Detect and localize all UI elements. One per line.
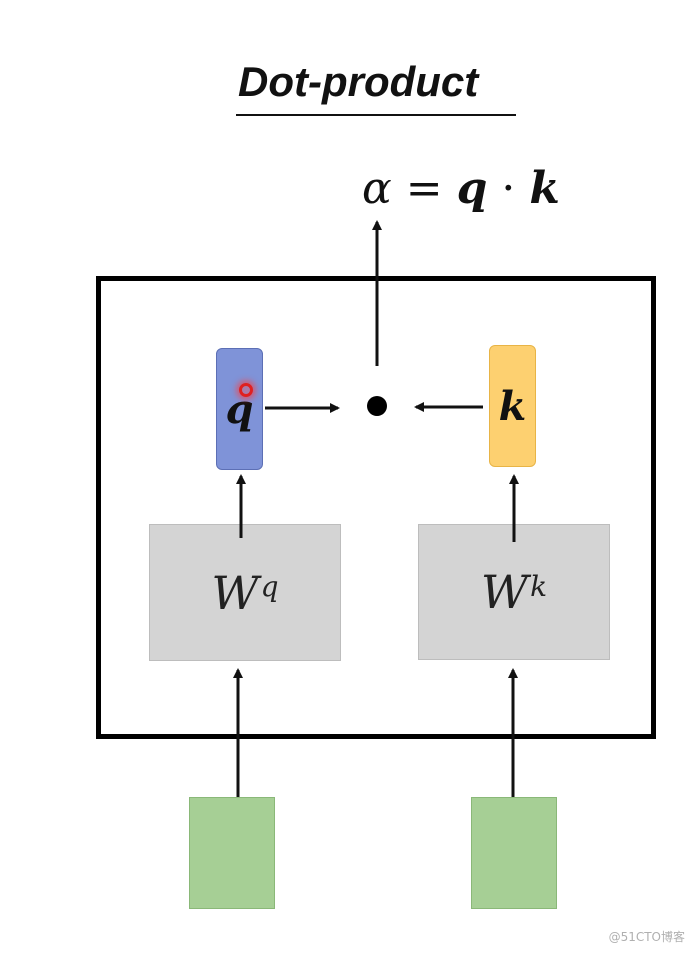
formula-dot: · bbox=[501, 163, 516, 214]
diagram-title: Dot-product bbox=[238, 58, 479, 105]
formula: α = q · k bbox=[362, 163, 560, 214]
query-vector: q bbox=[216, 348, 263, 470]
weight-q-base: W bbox=[211, 565, 259, 620]
cursor-highlight-marker bbox=[239, 383, 253, 397]
formula-alpha: α bbox=[362, 163, 392, 214]
input-left-box bbox=[189, 797, 275, 909]
dot-operator bbox=[367, 396, 387, 416]
weight-k-sup: k bbox=[530, 569, 548, 603]
key-vector-label: k bbox=[498, 382, 527, 430]
weight-k-base: W bbox=[480, 565, 529, 619]
weight-q-sup: q bbox=[260, 570, 279, 603]
formula-equals: = bbox=[405, 163, 443, 214]
formula-q: q bbox=[456, 163, 488, 214]
key-vector: k bbox=[489, 345, 536, 467]
formula-k: k bbox=[529, 163, 560, 214]
title-underline bbox=[236, 114, 516, 116]
watermark: @51CTO博客 bbox=[608, 930, 685, 944]
input-right-box bbox=[471, 797, 557, 909]
